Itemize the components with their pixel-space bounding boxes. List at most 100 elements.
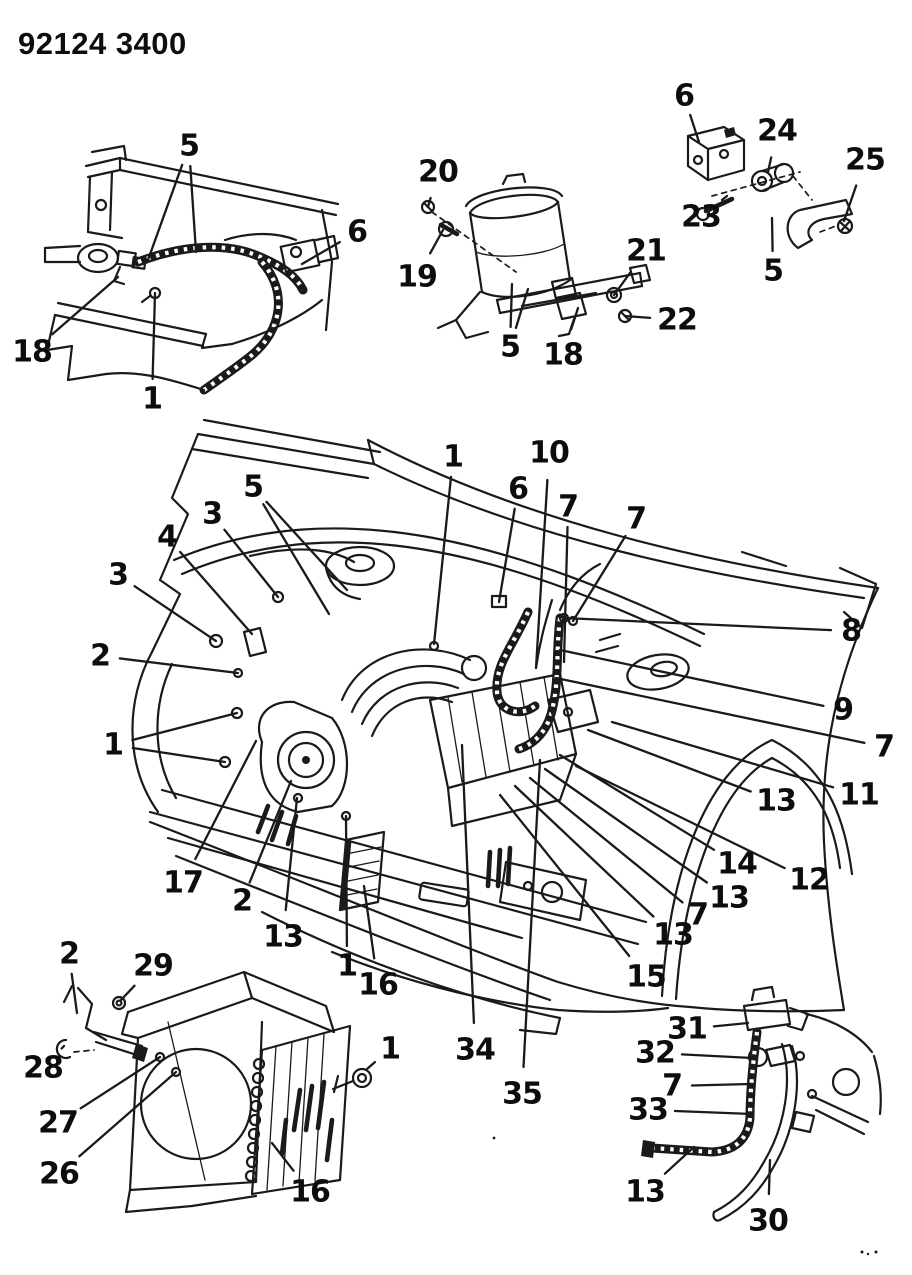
manifold-port (289, 245, 303, 259)
callout-7: 7 (626, 502, 646, 537)
hood-brace (740, 550, 788, 568)
leader-line-5 (514, 287, 530, 330)
illustration-vacuum-tank-valve (420, 172, 652, 340)
screw-23-thread (703, 196, 735, 214)
leader-line-1 (151, 291, 157, 381)
frame-step (200, 332, 234, 350)
condenser-tube-6 (247, 1127, 261, 1141)
callout-13: 13 (709, 881, 749, 916)
leader-line-2 (248, 779, 293, 884)
clamp-marks (594, 632, 622, 654)
headlamp-pocket (498, 860, 588, 922)
callout-17: 17 (163, 866, 203, 901)
leader-line-22 (623, 314, 652, 320)
screw-23-head (695, 206, 711, 222)
valve-18-body (554, 291, 588, 321)
illustration-bracket-hardware (686, 125, 854, 250)
leader-line-19 (428, 228, 445, 255)
leader-line-13 (663, 1145, 696, 1175)
callout-1: 1 (142, 382, 162, 417)
leader-line-27 (79, 1055, 162, 1110)
tube-lower-line (520, 291, 598, 308)
bracket-6-hole-a (692, 154, 704, 166)
callout-20: 20 (418, 155, 458, 190)
leader-line-9 (558, 648, 825, 708)
condenser-tube-4 (249, 1099, 263, 1113)
screw-25-axis-dashed (819, 225, 837, 233)
callout-5: 5 (179, 129, 199, 164)
wheel-arch-inner (674, 756, 842, 1001)
leader-line-2 (70, 972, 79, 1015)
condenser-fins (266, 1033, 325, 1191)
condenser-tube-7 (246, 1141, 260, 1155)
leader-line-30 (767, 1158, 772, 1196)
junction-block (546, 688, 600, 734)
junction-31-side (786, 1006, 810, 1032)
callout-1: 1 (337, 949, 357, 984)
leader-line-25 (842, 184, 858, 223)
body-panel-curve (804, 1012, 874, 1054)
grommet-29-hole (115, 999, 123, 1007)
leader-line-6 (300, 240, 341, 266)
callout-2: 2 (59, 937, 79, 972)
fender-lamp-inner (650, 660, 678, 678)
nut-21-hole (609, 290, 619, 300)
callout-11: 11 (839, 778, 879, 813)
clip-28-axis (73, 1049, 95, 1053)
leader-line-5 (262, 503, 331, 616)
leader-line-34 (460, 743, 476, 1025)
tube-30-outer (718, 1044, 798, 1222)
body-rail-lines (810, 1094, 870, 1136)
plenum-arc-4 (370, 696, 454, 738)
spacer-axis-dashed (792, 175, 813, 201)
callout-7: 7 (874, 730, 894, 765)
frame-bottom-curve (104, 372, 206, 392)
tank-tab (501, 172, 527, 186)
manifold-flange (314, 234, 340, 264)
clutch-center (302, 756, 310, 764)
junction-bolt (562, 706, 574, 718)
idler-disc-rim (324, 566, 362, 601)
body-panel-hole (831, 1067, 861, 1097)
illustration-suction-hose (641, 985, 882, 1222)
fitting-target-7 (567, 615, 579, 627)
callout-23: 23 (681, 200, 721, 235)
callout-19: 19 (397, 260, 437, 295)
horn-hub (87, 248, 109, 264)
cowl-left-edge (150, 432, 200, 654)
heater-pipe-b (558, 562, 602, 612)
clamp-target-13 (292, 792, 304, 804)
top-bracket-end (120, 1010, 140, 1040)
callout-13: 13 (756, 784, 796, 819)
valance-edge (260, 910, 562, 1036)
spacer-24-sides (760, 162, 786, 193)
leader-line-7 (528, 776, 684, 904)
tube-30-inner (712, 1042, 789, 1214)
leader-line-7 (571, 534, 627, 623)
bolt-shank (140, 294, 152, 304)
compressor-body (257, 700, 348, 814)
fan-shroud (128, 1020, 264, 1192)
clutch-pulley (276, 730, 336, 790)
tank-seam (475, 243, 565, 257)
leader-line-21 (612, 271, 632, 297)
callout-15: 15 (626, 960, 666, 995)
callout-7: 7 (558, 490, 578, 525)
leader-line-31 (712, 1021, 750, 1028)
strut-tower-inner (156, 662, 178, 800)
leader-line-7 (690, 1082, 752, 1087)
junction-31 (742, 998, 792, 1032)
throttle-body (460, 654, 488, 682)
tank-rim-top (468, 193, 560, 215)
tank-rim-bottom (468, 200, 560, 220)
screw-20-head (420, 199, 436, 215)
suction-hose-ribs (202, 260, 281, 392)
grommet-29 (111, 995, 127, 1011)
callout-27: 27 (38, 1106, 78, 1141)
condenser-tube-8 (245, 1155, 259, 1169)
callout-26: 26 (39, 1157, 79, 1192)
grommet-19 (437, 220, 455, 238)
grommet-19-stud (438, 222, 460, 237)
